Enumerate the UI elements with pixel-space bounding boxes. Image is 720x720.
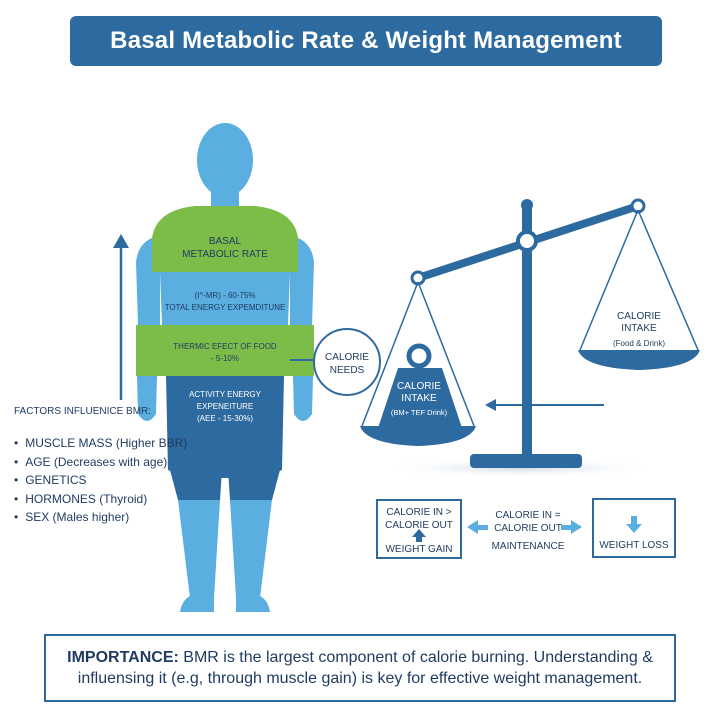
factor-item: GENETICS	[14, 471, 187, 490]
double-arrow-right-icon	[561, 520, 582, 534]
loss-down-arrow-icon	[626, 516, 642, 533]
gain-condition-label: CALORIE IN > CALORIE OUT	[385, 507, 453, 531]
head-shape	[197, 123, 253, 197]
tef-label: THERMIC EFECT OF FOOD - 5-10%	[173, 342, 277, 363]
importance-label: IMPORTANCE:	[67, 649, 179, 666]
factor-item: MUSCLE MASS (Higher BBR)	[14, 434, 187, 453]
importance-box: IMPORTANCE: BMR is the largest component…	[44, 634, 676, 702]
double-arrow-left-icon	[467, 520, 488, 534]
calorie-needs-label: CALORIE NEEDS	[325, 352, 369, 376]
importance-text: BMR is the largest component of calorie …	[77, 649, 653, 687]
weight-loss-label: WEIGHT LOSS	[599, 540, 669, 551]
aee-section	[166, 376, 284, 478]
page-title: Basal Metabolic Rate & Weight Management	[110, 27, 622, 54]
left-pan	[360, 426, 476, 446]
human-body-figure	[136, 123, 314, 612]
factors-title: FACTORS INFLUENICE BMR:	[14, 406, 152, 417]
weight-block	[378, 368, 462, 428]
gain-up-arrow-icon	[412, 529, 426, 542]
left-hand	[137, 376, 157, 421]
right-pan	[578, 350, 700, 370]
weight-gain-label: WEIGHT GAIN	[385, 544, 453, 555]
bmr-percent-section	[160, 272, 290, 325]
tef-section	[136, 325, 314, 376]
maintenance-condition-label: CALORIE IN = CALORIE OUT	[494, 510, 562, 534]
up-arrow-icon	[113, 234, 129, 400]
right-hand	[293, 376, 313, 421]
factor-item: HORMONES (Thyroid)	[14, 490, 187, 509]
bmr-label: BASAL METABOLIC RATE	[182, 236, 268, 260]
factor-item: SEX (Males higher)	[14, 508, 187, 527]
bmr-percent-label: (I^-MR) - 60-75% TOTAL ENERGY EXPEMDITUN…	[164, 291, 286, 312]
left-weight-label: CALORIE INTAKE (BM+ TEF Drink)	[390, 381, 448, 417]
weight-ring	[406, 343, 432, 369]
factors-list: MUSCLE MASS (Higher BBR) AGE (Decreases …	[14, 434, 187, 527]
right-pan-label: CALORIE INTAKE (Food & Drink)	[612, 311, 665, 348]
left-arrow-icon	[485, 399, 604, 411]
aee-label: ACTIVITY ENERGY EXPENEITURE (AEE - 15-30…	[189, 390, 261, 423]
maintenance-label: MAINTENANCE	[491, 541, 565, 552]
factor-item: AGE (Decreases with age)	[14, 453, 187, 472]
calorie-needs-circle	[313, 328, 381, 396]
title-banner: Basal Metabolic Rate & Weight Management	[70, 16, 662, 66]
weight-loss-box	[592, 498, 676, 558]
bmr-section	[152, 206, 298, 272]
balance-scale	[360, 198, 700, 478]
